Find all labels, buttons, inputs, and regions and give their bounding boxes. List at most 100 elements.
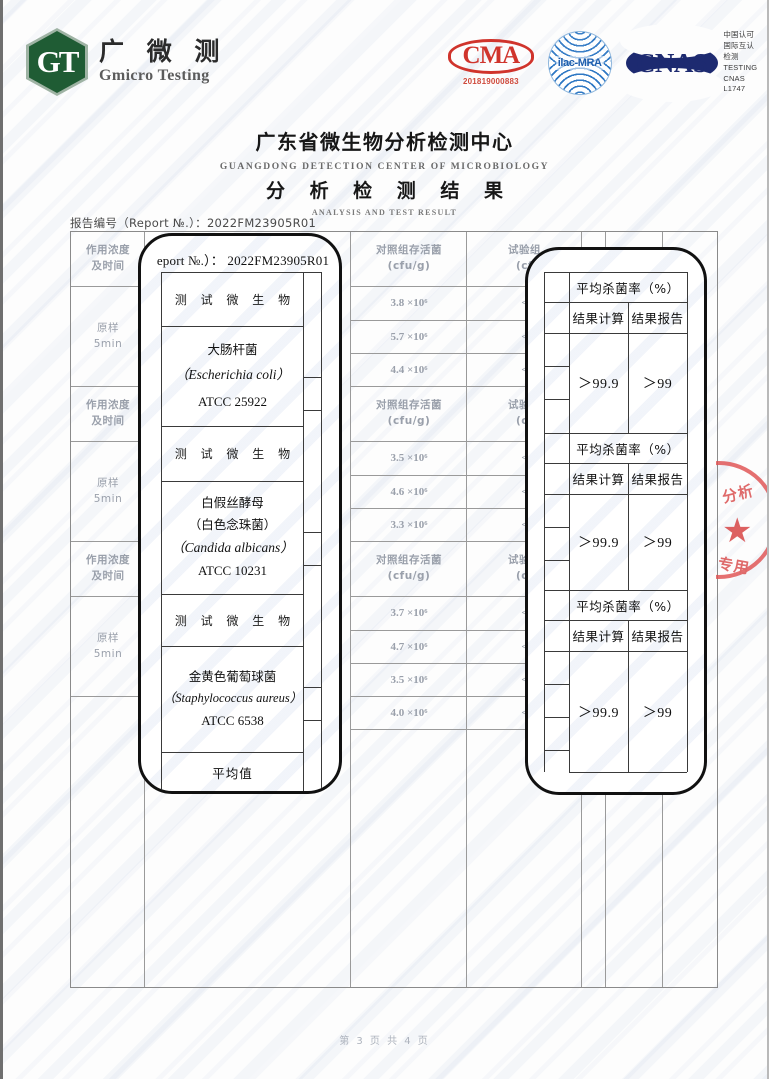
cnas-text: CNAS <box>635 47 708 78</box>
organism-name-cn-1: 大肠杆菌 <box>207 341 258 357</box>
callout-left-inner-right-border-2 <box>303 272 304 791</box>
organism-block-1: 大肠杆菌 （Escherichia coli） ATCC 25922 <box>162 326 303 426</box>
tick-5 <box>303 687 322 688</box>
control-value-1-2: 5.7 ×10⁶ <box>351 321 467 354</box>
kill-report-header-1: 结果报告 <box>631 311 684 326</box>
r-tick-3 <box>544 366 569 367</box>
divider-r7 <box>162 792 303 793</box>
kill-rate-header-3: 平均杀菌率（%） <box>576 598 680 614</box>
test-value-2-2: < <box>467 476 582 509</box>
organism-name-latin-3: （Staphylococcus aureus） <box>162 690 303 705</box>
cnas-mark: CNAS 中国认可 国际互认 检测 TESTING CNAS L1747 <box>619 23 769 102</box>
cma-number: 201819000883 <box>462 77 519 87</box>
tick-2 <box>303 410 322 411</box>
microorganism-callout-box: eport №.）： 2022FM23905R01 测 试 微 生 物 大肠杆菌… <box>138 233 342 794</box>
stamp-star-icon: ★ <box>722 513 753 550</box>
r-tick-5 <box>544 433 569 434</box>
logo-mark-text: GT <box>36 43 80 79</box>
divider-r2 <box>162 426 303 427</box>
r-vsplit-2 <box>628 463 629 590</box>
condition-value-1: 原样 5min <box>71 287 145 387</box>
organization-name-cn: 广东省微生物分析检测中心 <box>255 130 514 154</box>
test-value-2-1: < <box>467 442 582 476</box>
hexagon-logo-icon: GT <box>26 28 88 96</box>
kill-calc-value-1: ＞99.9 <box>578 377 619 392</box>
r-tick-10 <box>544 590 569 591</box>
report-number-line: 报告编号（Report №.）：2022FM23905R01 <box>70 216 317 230</box>
control-value-2-2: 4.6 ×10⁶ <box>351 476 467 509</box>
organism-block-3: 金黄色葡萄球菌 （Staphylococcus aureus） ATCC 653… <box>162 646 303 752</box>
ilac-mra-text: ilac-MRA <box>555 55 604 70</box>
kill-report-value-2: ＞99 <box>642 536 673 551</box>
header-control-3: 对照组存活菌 (cfu/g) <box>351 542 467 597</box>
test-value-2-3: < <box>467 509 582 542</box>
page-left-edge <box>0 0 3 1079</box>
average-label-row: 平均值 <box>212 765 253 781</box>
r-div-3 <box>569 433 687 434</box>
header-condition-1: 作用浓度 及时间 <box>71 232 145 287</box>
callout-left-top-border <box>161 272 322 273</box>
r-tick-13 <box>544 684 569 685</box>
brand-name-cn: 广 微 测 <box>99 36 227 66</box>
test-value-3-4: < <box>467 697 582 730</box>
page-right-edge <box>767 0 769 1079</box>
callout-right-left-border <box>544 272 545 772</box>
test-value-1-1: < <box>467 287 582 321</box>
divider-r1 <box>162 326 303 327</box>
organism-strain-1: ATCC 25922 <box>198 393 267 409</box>
kill-calc-header-2: 结果计算 <box>572 472 625 487</box>
r-tick-14 <box>544 717 569 718</box>
header-condition-3: 作用浓度 及时间 <box>71 542 145 597</box>
page-footer: 第 3 页 共 4 页 <box>339 1036 430 1047</box>
r-tick-7 <box>544 494 569 495</box>
organism-strain-3: ATCC 6538 <box>201 712 264 728</box>
tick-1 <box>303 377 322 378</box>
divider-r3 <box>162 481 303 482</box>
kill-calc-header-3: 结果计算 <box>572 629 625 644</box>
control-value-1-1: 3.8 ×10⁶ <box>351 287 467 321</box>
cma-logo-icon: CMA <box>448 39 534 75</box>
test-value-3-2: < <box>467 631 582 664</box>
official-red-stamp: 分析 ★ 专用 <box>716 455 769 590</box>
document-titles: 广东省微生物分析检测中心 GUANGDONG DETECTION CENTER … <box>0 126 769 217</box>
organism-name-latin-2: （Candida albicans） <box>171 540 294 556</box>
condition-value-2: 原样 5min <box>71 442 145 542</box>
report-number-overlay: eport №.）： 2022FM23905R01 <box>156 253 330 268</box>
r-tick-8 <box>544 527 569 528</box>
microorganism-header-2: 测 试 微 生 物 <box>174 447 296 461</box>
control-value-3-2: 4.7 ×10⁶ <box>351 631 467 664</box>
tick-6 <box>303 720 322 721</box>
microorganism-header-3: 测 试 微 生 物 <box>174 613 296 628</box>
r-tick-2 <box>544 333 569 334</box>
kill-report-header-3: 结果报告 <box>631 629 684 644</box>
r-tick-6 <box>544 463 569 464</box>
document-title-cn: 分 析 检 测 结 果 <box>265 180 513 202</box>
organism-name-cn-3: 金黄色葡萄球菌 <box>188 668 277 684</box>
callout-left-inner-left-border <box>161 272 162 791</box>
r-tick-15 <box>544 750 569 751</box>
brand-name-en: Gmicro Testing <box>99 67 210 85</box>
kill-calc-value-3: ＞99.9 <box>578 705 619 721</box>
r-tick-4 <box>544 399 569 400</box>
tick-3 <box>303 532 322 533</box>
column-divider-3 <box>351 232 467 987</box>
kill-calc-header-1: 结果计算 <box>572 311 625 326</box>
kill-report-value-3: ＞99 <box>642 705 673 721</box>
r-tick-11 <box>544 620 569 621</box>
control-value-2-3: 3.3 ×10⁶ <box>351 509 467 542</box>
control-value-2-1: 3.5 ×10⁶ <box>351 442 467 476</box>
divider-r4 <box>162 594 303 595</box>
certification-marks: CMA 201819000883 ilac-MRA CNAS 中国认可 国际互认… <box>448 23 769 102</box>
microorganism-header-1: 测 试 微 生 物 <box>174 292 296 307</box>
kill-report-value-1: ＞99 <box>642 377 673 392</box>
organism-name-cn2-2: （白色念珠菌） <box>188 517 277 533</box>
header-condition-2: 作用浓度 及时间 <box>71 387 145 442</box>
ilac-mra-logo-icon: ilac-MRA <box>547 30 612 95</box>
cma-mark: CMA 201819000883 <box>448 39 534 86</box>
control-value-3-3: 3.5 ×10⁶ <box>351 664 467 697</box>
r-div-6 <box>569 590 687 591</box>
kill-rate-callout-box: 平均杀菌率（%） 结果计算 结果报告 ＞99.9 ＞99 平均杀菌率（%） 结果… <box>525 247 707 795</box>
callout-right-right-border <box>687 272 688 772</box>
test-value-1-2: < <box>467 321 582 354</box>
callout-right-mid-border <box>569 272 570 772</box>
